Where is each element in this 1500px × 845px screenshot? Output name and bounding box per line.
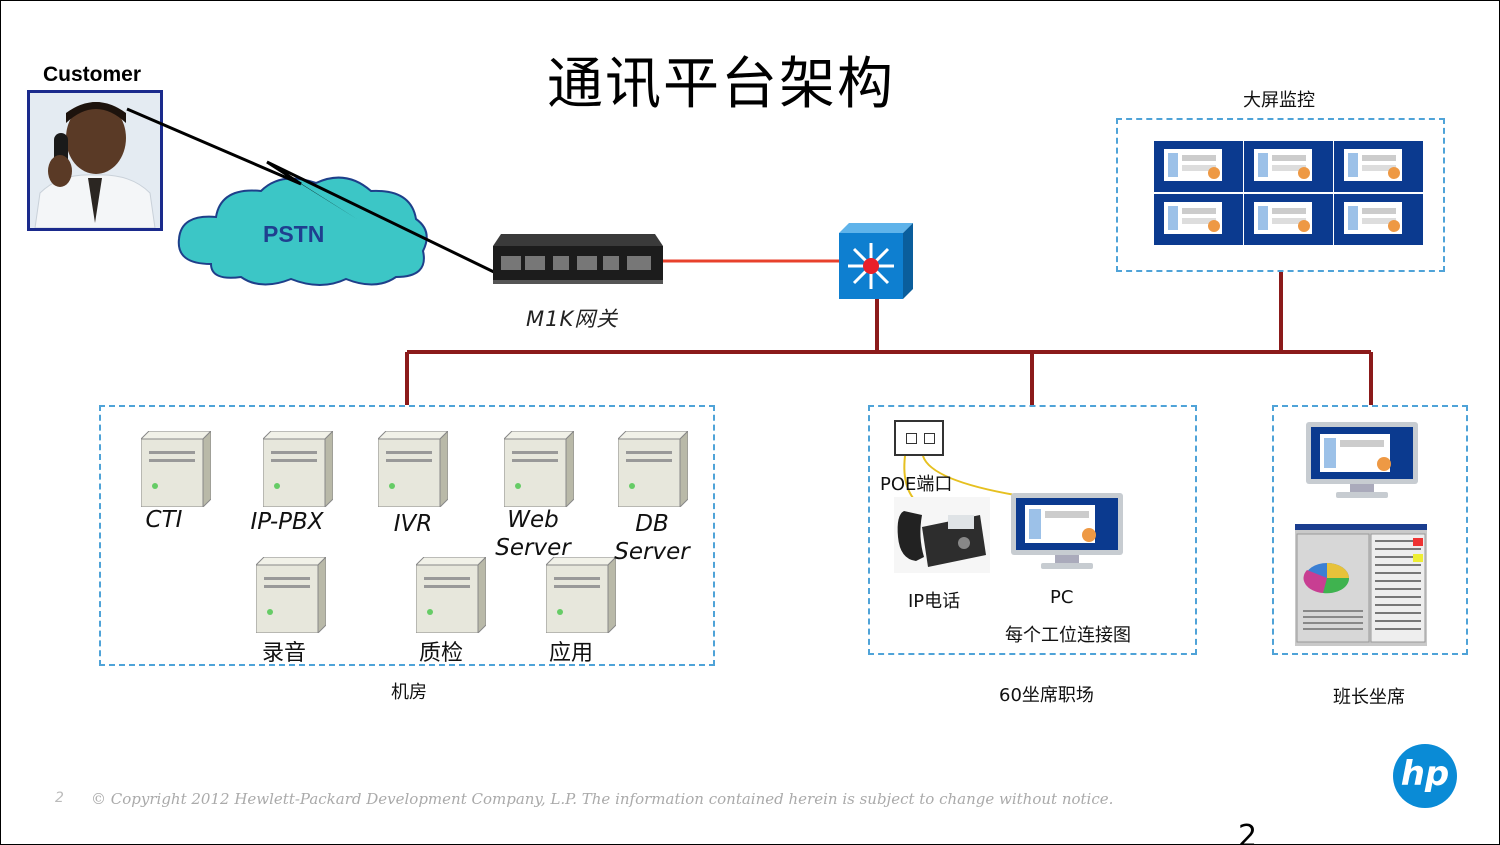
gateway-device <box>493 234 663 286</box>
server-icon <box>414 555 488 637</box>
ip-phone-icon <box>894 497 990 573</box>
server-icon <box>502 429 576 511</box>
core-switch <box>839 223 913 299</box>
server-icon <box>261 429 335 511</box>
ip-phone-label: IP电话 <box>908 591 961 612</box>
server-label-ivr: IVR <box>393 511 433 537</box>
server-icon <box>376 429 450 511</box>
supervisor-box <box>1272 405 1468 655</box>
copyright-footer: © Copyright 2012 Hewlett-Packard Develop… <box>91 790 1114 808</box>
server-icon <box>254 555 328 637</box>
page-title: 通讯平台架构 <box>547 52 895 117</box>
poe-port-icon <box>894 420 944 456</box>
supervisor-monitor-icon <box>1306 422 1418 500</box>
machine-room-label: 机房 <box>391 682 427 703</box>
agent-status-screen <box>1295 524 1427 646</box>
big-screen-box <box>1116 118 1445 272</box>
trailing-page-digit: 2 <box>1238 819 1258 845</box>
page-number: 2 <box>55 790 64 806</box>
supervisor-label: 班长坐席 <box>1333 687 1405 708</box>
server-icon <box>544 555 618 637</box>
server-label-app: 应用 <box>549 641 594 666</box>
server-label-web: Web Server <box>495 507 571 561</box>
server-label-db: DB Server <box>614 511 690 565</box>
seats-label: 60坐席职场 <box>999 685 1094 706</box>
workstation-caption: 每个工位连接图 <box>1005 625 1131 646</box>
server-label-ippbx: IP-PBX <box>250 509 324 535</box>
call-line <box>126 107 497 275</box>
hp-logo: hp <box>1393 744 1457 808</box>
seats-box <box>868 405 1197 655</box>
server-label-recording: 录音 <box>262 641 307 666</box>
machine-room-box <box>99 405 715 666</box>
customer-label: Customer <box>43 63 142 86</box>
pc-monitor-icon <box>1011 493 1123 571</box>
poe-label: POE端口 <box>880 474 953 495</box>
gateway-label: M1K网关 <box>526 307 619 331</box>
server-label-qc: 质检 <box>419 641 464 666</box>
pc-label: PC <box>1050 587 1074 608</box>
server-label-cti: CTI <box>145 507 183 533</box>
pstn-cloud <box>177 176 428 286</box>
server-icon <box>616 429 690 511</box>
pstn-label: PSTN <box>263 221 325 247</box>
video-wall <box>1154 141 1424 245</box>
server-icon <box>139 429 213 511</box>
big-screen-label: 大屏监控 <box>1243 90 1315 111</box>
